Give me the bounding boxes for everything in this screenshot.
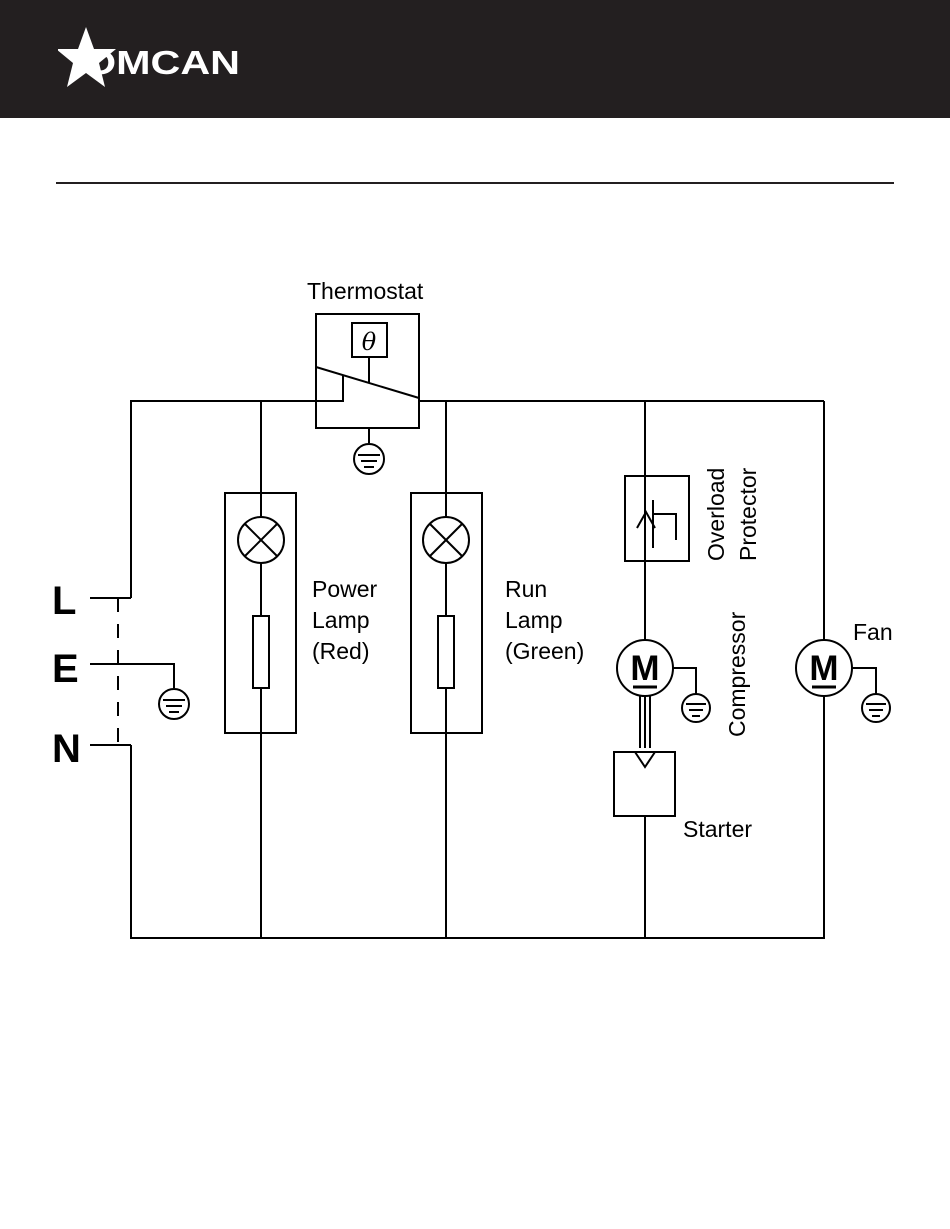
compressor-motor-letter: M <box>630 649 659 688</box>
ground-icon <box>354 444 384 474</box>
thermostat-contact <box>316 367 419 398</box>
ground-icon <box>159 689 189 719</box>
terminal-e-lead <box>90 664 174 688</box>
run-lamp-resistor <box>438 616 454 688</box>
fan-motor-letter: M <box>809 649 838 688</box>
overload-label-2: Protector <box>735 467 761 561</box>
compressor-label: Compressor <box>724 611 750 737</box>
starter-box <box>614 752 675 816</box>
terminal-l-label: L <box>52 579 76 623</box>
terminal-n-label: N <box>52 727 81 771</box>
power-lamp-label-1: Power <box>312 576 378 602</box>
power-lamp-label-3: (Red) <box>312 638 370 664</box>
thermostat-theta: θ <box>362 328 377 356</box>
run-lamp-label-1: Run <box>505 576 547 602</box>
power-lamp-resistor <box>253 616 269 688</box>
terminal-e-label: E <box>52 647 79 691</box>
overload-protector-box <box>625 476 689 561</box>
ground-icon <box>862 694 890 722</box>
overload-label-1: Overload <box>703 468 729 561</box>
ground-icon <box>682 694 710 722</box>
power-lamp-label-2: Lamp <box>312 607 370 633</box>
fan-label: Fan <box>853 619 893 645</box>
thermostat-label: Thermostat <box>307 278 424 304</box>
run-lamp-label-2: Lamp <box>505 607 563 633</box>
overload-switch-icon <box>637 500 676 548</box>
run-lamp-label-3: (Green) <box>505 638 584 664</box>
starter-label: Starter <box>683 816 752 842</box>
top-bus-left <box>131 401 316 598</box>
